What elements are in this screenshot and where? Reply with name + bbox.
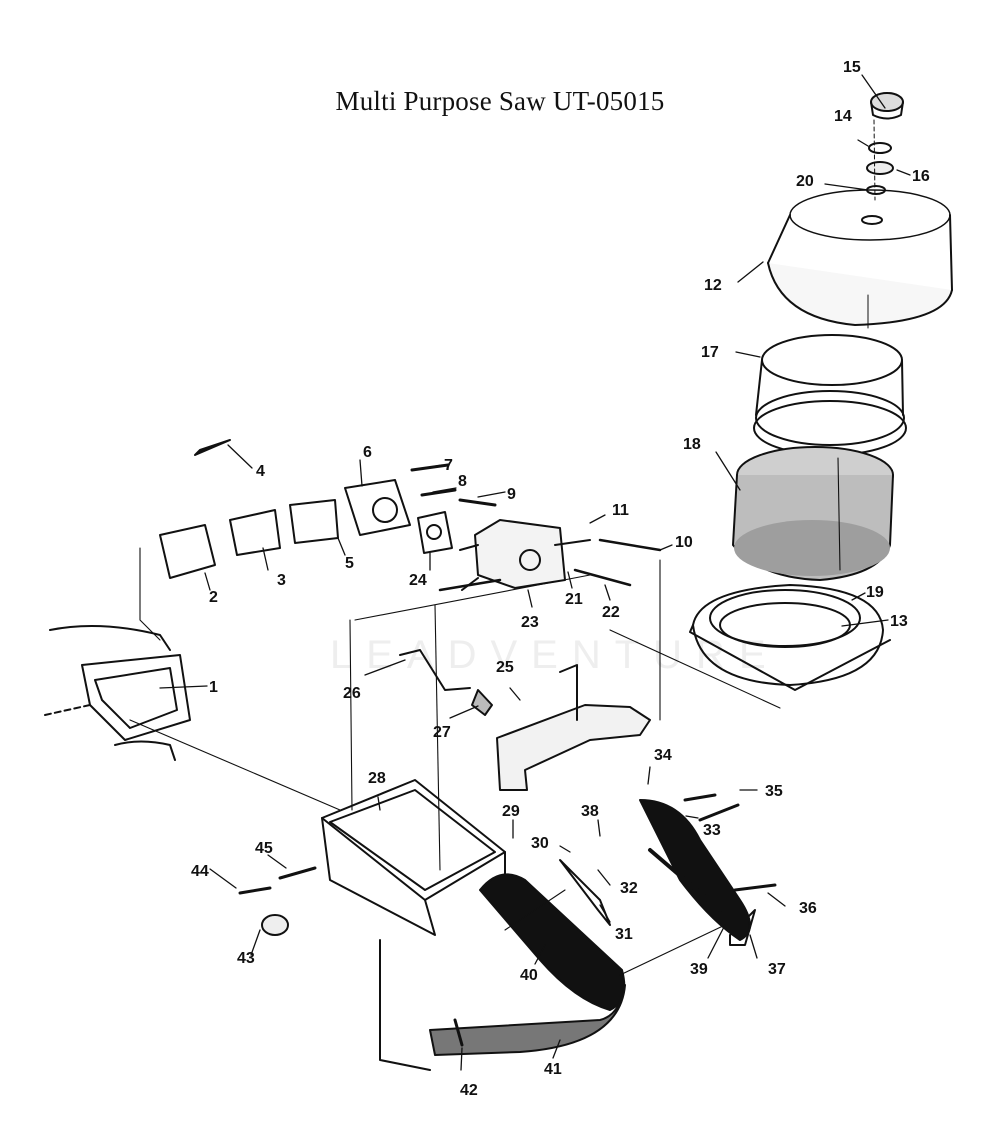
air-filter-cover (767, 189, 953, 329)
callout-32: 32 (620, 880, 638, 897)
callout-10: 10 (675, 534, 693, 551)
hardware (194, 439, 777, 1047)
callout-35: 35 (765, 783, 783, 800)
callout-15: 15 (843, 59, 861, 76)
callout-6: 6 (363, 444, 372, 461)
callout-41: 41 (544, 1061, 562, 1078)
callout-12: 12 (704, 277, 722, 294)
callout-22: 22 (602, 604, 620, 621)
callout-44: 44 (191, 863, 209, 880)
callout-8: 8 (458, 473, 467, 490)
knob-assembly (866, 92, 904, 201)
callout-3: 3 (277, 572, 286, 589)
cylinder-mount (44, 625, 191, 761)
callout-20: 20 (796, 173, 814, 190)
callout-33: 33 (703, 822, 721, 839)
filter-base (689, 584, 891, 691)
callout-14: 14 (834, 108, 852, 125)
callout-36: 36 (799, 900, 817, 917)
parts-drawing (44, 74, 953, 1071)
filter-ring (753, 334, 907, 456)
part-callouts: 1 2 3 4 5 6 7 8 9 10 11 12 13 14 15 16 1… (191, 59, 930, 1099)
callout-24: 24 (409, 572, 427, 589)
watermark: LEADVENTURE (330, 633, 780, 677)
callout-37: 37 (768, 961, 786, 978)
callout-16: 16 (912, 168, 930, 185)
callout-25: 25 (496, 659, 514, 676)
callout-45: 45 (255, 840, 273, 857)
callout-23: 23 (521, 614, 539, 631)
callout-29: 29 (502, 803, 520, 820)
main-housing (321, 779, 506, 936)
callout-13: 13 (890, 613, 908, 630)
callout-21: 21 (565, 591, 583, 608)
callout-19: 19 (866, 584, 884, 601)
callout-11: 11 (612, 502, 629, 519)
callout-leaders (159, 74, 911, 1071)
handle-grips (379, 799, 756, 1071)
assembly-lines (129, 457, 841, 976)
diagram-title: Multi Purpose Saw UT-05015 (335, 86, 665, 116)
callout-17: 17 (701, 344, 719, 361)
callout-40: 40 (520, 967, 538, 984)
callout-43: 43 (237, 950, 255, 967)
callout-2: 2 (209, 589, 218, 606)
callout-27: 27 (433, 724, 451, 741)
callout-5: 5 (345, 555, 354, 572)
foam-filter (732, 446, 894, 581)
callout-28: 28 (368, 770, 386, 787)
callout-34: 34 (654, 747, 672, 764)
callout-30: 30 (531, 835, 549, 852)
callout-26: 26 (343, 685, 361, 702)
callout-18: 18 (683, 436, 701, 453)
callout-7: 7 (444, 457, 453, 474)
callout-1: 1 (209, 679, 218, 696)
callout-31: 31 (615, 926, 633, 943)
intake-gaskets (159, 479, 453, 579)
callout-4: 4 (256, 463, 265, 480)
callout-9: 9 (507, 486, 516, 503)
callout-39: 39 (690, 961, 708, 978)
callout-38: 38 (581, 803, 599, 820)
callout-42: 42 (460, 1082, 478, 1099)
handle-housing (496, 664, 651, 791)
